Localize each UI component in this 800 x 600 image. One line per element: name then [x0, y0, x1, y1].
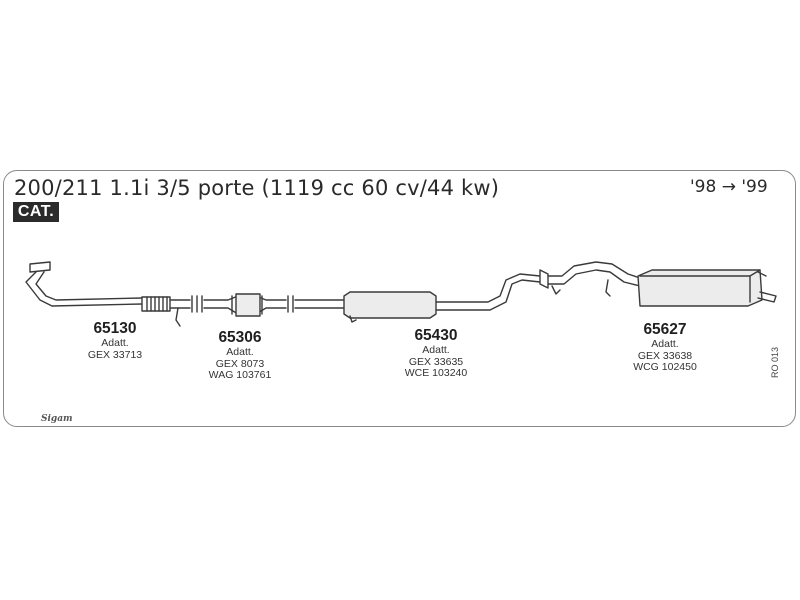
part-detail: WAG 103761: [208, 369, 272, 381]
clamp-2: [287, 295, 294, 313]
vehicle-title: 200/211 1.1i 3/5 porte (1119 cc 60 cv/44…: [14, 176, 500, 200]
brand-logo: Sigam: [41, 414, 73, 424]
part-detail: Adatt.: [422, 344, 450, 356]
rear-silencer-65627: [547, 261, 777, 307]
part-detail: GEX 33638: [637, 349, 693, 362]
part-detail: GEX 33713: [87, 348, 143, 361]
part-detail: WCG 102450: [633, 361, 697, 373]
part-detail: Adatt.: [101, 337, 129, 349]
part-detail: GEX 33635: [408, 355, 464, 368]
model-years: '98 → '99: [690, 177, 768, 197]
part-label-65430: 65430 Adatt. GEX 33635 WCE 103240: [388, 327, 484, 380]
intermediate-silencer-65430: [294, 273, 541, 323]
cat-badge: CAT.: [13, 202, 59, 222]
part-detail: Adatt.: [226, 346, 254, 358]
part-code: 65430: [414, 327, 458, 344]
part-code: 65130: [93, 320, 137, 337]
part-code: 65627: [643, 321, 687, 338]
part-detail: GEX 8073: [215, 357, 265, 370]
part-detail: Adatt.: [651, 338, 679, 350]
part-label-65306: 65306 Adatt. GEX 8073 WAG 103761: [200, 329, 280, 382]
clamp-1: [191, 295, 203, 313]
front-pipe-65130: [25, 261, 191, 327]
part-detail: WCE 103240: [404, 367, 468, 379]
reference-code: RO 013: [770, 346, 780, 378]
part-label-65130: 65130 Adatt. GEX 33713: [75, 320, 155, 361]
clamp-3: [539, 269, 549, 289]
part-code: 65306: [218, 329, 262, 346]
part-label-65627: 65627 Adatt. GEX 33638 WCG 102450: [617, 321, 713, 374]
catalytic-converter-65306: [203, 293, 287, 317]
